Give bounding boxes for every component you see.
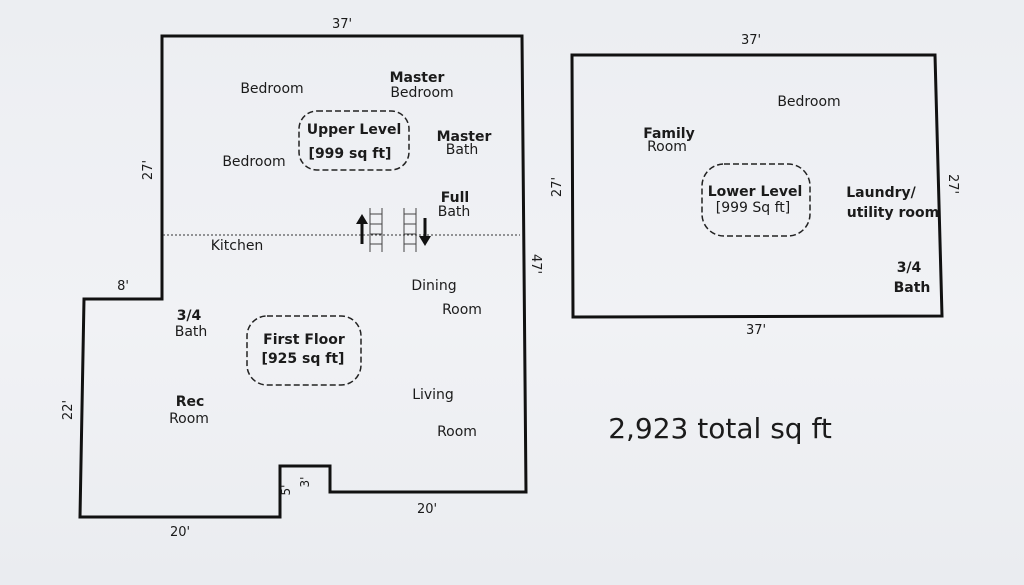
room-full-bath-a: Full <box>441 190 469 206</box>
arrow-up-icon <box>356 214 368 244</box>
dim-main-notch: 5' <box>279 485 293 496</box>
lower-level-badge-title: Lower Level <box>708 184 803 200</box>
first-floor-badge <box>246 315 362 386</box>
dim-main-lower-left: 22' <box>61 400 76 420</box>
room-kitchen: Kitchen <box>211 238 264 254</box>
upper-level-badge <box>298 110 410 171</box>
room-rec-b: Room <box>169 411 209 427</box>
dim-main-upper-left: 27' <box>141 160 156 180</box>
room-lower-bedroom: Bedroom <box>777 94 840 110</box>
dim-lower-left: 27' <box>550 177 565 197</box>
stairs-up-icon <box>369 208 383 252</box>
room-master-bedroom-a: Master <box>390 70 445 86</box>
upper-level-badge-title: Upper Level <box>307 122 402 138</box>
room-lower-bath-b: Bath <box>894 280 931 296</box>
lower-level-badge-area: [999 Sq ft] <box>716 200 791 216</box>
total-square-footage: 2,923 total sq ft <box>608 412 832 445</box>
room-master-bath-b: Bath <box>446 142 479 158</box>
room-dining-a: Dining <box>411 278 456 294</box>
room-laundry-a: Laundry/ <box>846 185 916 201</box>
dim-main-bottom-left: 20' <box>170 525 190 540</box>
dim-main-notch-b: 3' <box>298 477 312 488</box>
dim-lower-top: 37' <box>741 33 761 48</box>
room-master-bedroom-b: Bedroom <box>390 85 453 101</box>
lower-level-outline <box>570 53 944 319</box>
room-three-quarter-bath-a: 3/4 <box>177 308 202 324</box>
dim-lower-right: 27' <box>945 174 960 194</box>
room-lower-bath-a: 3/4 <box>897 260 922 276</box>
dim-main-top: 37' <box>332 17 352 32</box>
first-floor-badge-title: First Floor <box>263 332 345 348</box>
dim-lower-bottom: 37' <box>746 323 766 338</box>
first-floor-badge-area: [925 sq ft] <box>262 351 345 367</box>
room-family-a: Family <box>643 126 695 142</box>
room-laundry-b: utility room <box>847 205 939 221</box>
room-living-b: Room <box>437 424 477 440</box>
lower-level-badge <box>701 163 811 237</box>
room-bedroom-1: Bedroom <box>240 81 303 97</box>
room-three-quarter-bath-b: Bath <box>175 324 208 340</box>
upper-level-badge-area: [999 sq ft] <box>309 146 392 162</box>
room-rec-a: Rec <box>176 394 205 410</box>
room-bedroom-2: Bedroom <box>222 154 285 170</box>
room-full-bath-b: Bath <box>438 204 471 220</box>
room-living-a: Living <box>412 387 454 403</box>
stairs-down-icon <box>403 208 417 252</box>
room-family-b: Room <box>647 139 687 155</box>
dim-main-right: 47' <box>528 254 543 274</box>
dim-main-bottom-right: 20' <box>417 502 437 517</box>
main-house-outline <box>78 34 528 519</box>
arrow-down-icon <box>419 218 431 246</box>
room-dining-b: Room <box>442 302 482 318</box>
room-master-bath-a: Master <box>437 129 492 145</box>
dim-main-step: 8' <box>117 279 129 294</box>
